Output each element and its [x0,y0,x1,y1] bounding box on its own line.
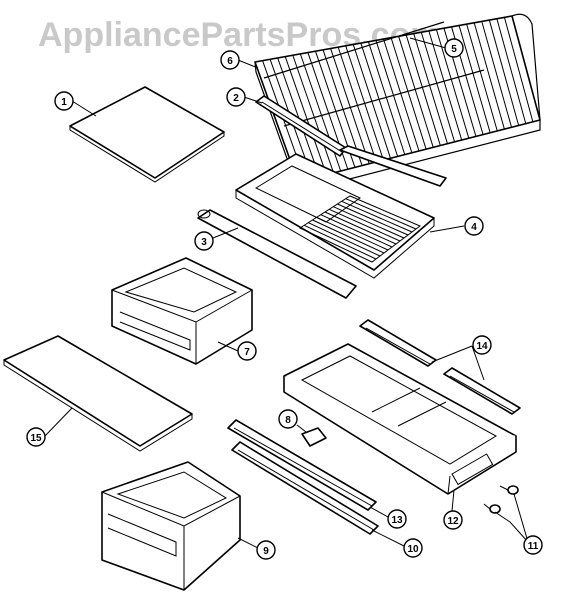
crisper-trim-lower [231,441,379,535]
wire-rod [303,224,377,260]
callout-12-label: 12 [447,516,459,527]
wire-rod [333,206,405,239]
wire-rod [367,41,406,155]
wire-rod [337,203,409,236]
wire-rod [316,216,389,251]
wire-rod [466,23,498,132]
callout-12: 12 [443,510,463,530]
crisper-cover-frame [235,153,435,279]
callout-6-label: 6 [227,56,233,67]
wire-rod [413,33,448,144]
callout-11-label: 11 [528,541,539,552]
callout-10-label: 10 [407,544,419,555]
callout-15-label: 15 [30,433,42,444]
wire-rod [383,38,420,152]
wire-rod [324,211,397,245]
callout-10: 10 [403,538,423,558]
glass-shelf-panel [69,86,225,183]
wire-rod [390,37,427,150]
callout-2-label: 2 [233,93,239,104]
callout-9: 9 [256,540,276,560]
callout-7: 7 [237,341,257,361]
wire-rod [405,34,441,146]
drawer-stop-clip [301,427,327,447]
wire-rod [503,17,534,122]
wire-rod [320,214,393,248]
callout-14-label: 14 [476,341,488,352]
crisper-drawer-small [111,257,253,365]
wire-rod [398,36,434,148]
callout-7-label: 7 [244,347,250,358]
wire-rod [328,208,401,242]
wire-rod [375,40,413,153]
support-rod [197,209,357,299]
callout-8-label: 8 [285,415,291,426]
callout-4-label: 4 [471,222,477,233]
callout-1-label: 1 [61,97,67,108]
callout-9-label: 9 [263,546,269,557]
wire-rod [284,56,327,175]
wire-rod [322,49,363,166]
callout-6: 6 [220,50,240,70]
callout-11: 11 [523,535,543,555]
wire-rod [345,198,417,230]
callout-3-label: 3 [201,237,207,248]
callout-3: 3 [194,231,214,251]
wire-rod [420,32,456,143]
crisper-frame-assembly [283,343,517,495]
wire-rod [481,21,513,128]
wire-rod [435,29,470,139]
wire-rod [488,19,520,126]
wire-rod [330,48,370,164]
wire-rod [312,219,385,254]
callout-14: 14 [472,335,492,355]
callout-15: 15 [26,427,46,447]
wire-rod [308,222,381,257]
callout-8: 8 [278,409,298,429]
callout-5-label: 5 [451,44,457,55]
wire-rod [292,55,335,174]
callout-5: 5 [444,38,464,58]
drawer-slide-rail-b [443,367,521,415]
crisper-glass-cover [3,335,193,452]
wire-rod [473,22,505,130]
callout-4: 4 [464,216,484,236]
crisper-drawer-large [101,461,241,591]
wire-rod [428,30,463,141]
wire-rod [341,200,413,233]
screws [483,485,519,514]
callout-13: 13 [387,509,407,529]
wire-rod [496,18,527,124]
leader-lines [43,37,529,549]
wire-rod [337,46,377,163]
callout-2: 2 [226,87,246,107]
callout-1: 1 [54,91,74,111]
callout-13-label: 13 [391,515,403,526]
crisper-trim-front [227,419,377,511]
shelf-front-trim [339,145,447,187]
wire-rod [458,25,491,133]
